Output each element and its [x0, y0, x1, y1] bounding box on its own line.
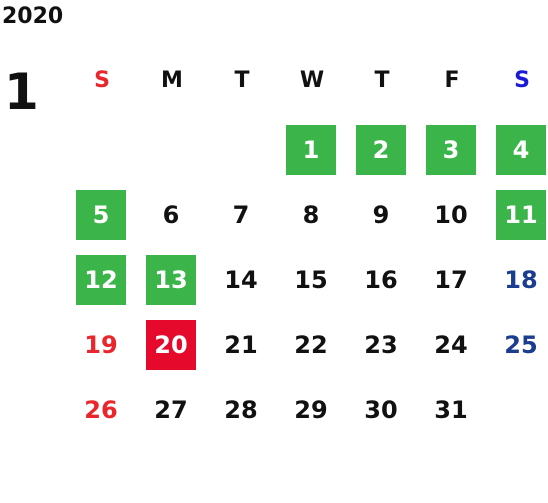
day-cell[interactable]: 27 [137, 385, 207, 450]
day-number: 19 [84, 331, 118, 359]
day-number: 2 [356, 125, 406, 175]
day-number: 15 [294, 266, 328, 294]
weekday-header: S [94, 68, 110, 93]
day-number: 17 [434, 266, 468, 294]
day-number: 6 [162, 201, 180, 229]
day-cell[interactable]: 23 [347, 320, 417, 385]
day-number: 14 [224, 266, 258, 294]
weekday-header: T [234, 68, 250, 93]
day-cell[interactable]: 26 [67, 385, 137, 450]
weekday-header: T [374, 68, 390, 93]
day-number: 25 [504, 331, 538, 359]
day-cell[interactable]: 12 [67, 255, 137, 320]
day-number: 30 [364, 396, 398, 424]
day-number: 3 [426, 125, 476, 175]
day-cell[interactable]: 11 [487, 190, 548, 255]
day-cell[interactable]: 16 [347, 255, 417, 320]
empty-day-cell [207, 125, 277, 190]
year-label: 2020 [2, 4, 64, 29]
day-cell[interactable]: 29 [277, 385, 347, 450]
day-cell[interactable]: 10 [417, 190, 487, 255]
day-cell[interactable]: 18 [487, 255, 548, 320]
weekday-header: W [299, 68, 325, 93]
day-number: 22 [294, 331, 328, 359]
day-cell[interactable]: 24 [417, 320, 487, 385]
month-number: 1 [4, 63, 39, 121]
day-cell[interactable]: 22 [277, 320, 347, 385]
day-cell[interactable]: 3 [417, 125, 487, 190]
day-number: 28 [224, 396, 258, 424]
day-cell[interactable]: 19 [67, 320, 137, 385]
day-number: 27 [154, 396, 188, 424]
day-cell[interactable]: 7 [207, 190, 277, 255]
day-cell[interactable]: 31 [417, 385, 487, 450]
day-cell[interactable]: 17 [417, 255, 487, 320]
weekday-header: F [444, 68, 460, 93]
day-number: 11 [496, 190, 546, 240]
day-number: 31 [434, 396, 468, 424]
empty-day-cell [137, 125, 207, 190]
day-number: 12 [76, 255, 126, 305]
weekday-header: S [514, 68, 530, 93]
day-number: 24 [434, 331, 468, 359]
day-cell[interactable]: 2 [347, 125, 417, 190]
day-cell[interactable]: 25 [487, 320, 548, 385]
day-number: 5 [76, 190, 126, 240]
day-cell[interactable]: 20 [137, 320, 207, 385]
day-number: 16 [364, 266, 398, 294]
day-number: 8 [302, 201, 320, 229]
day-cell[interactable]: 8 [277, 190, 347, 255]
day-cell[interactable]: 9 [347, 190, 417, 255]
day-cell[interactable]: 30 [347, 385, 417, 450]
empty-day-cell [67, 125, 137, 190]
day-cell[interactable]: 13 [137, 255, 207, 320]
day-number: 20 [146, 320, 196, 370]
day-number: 7 [232, 201, 250, 229]
day-cell[interactable]: 15 [277, 255, 347, 320]
weekday-header: M [161, 68, 183, 93]
day-cell[interactable]: 28 [207, 385, 277, 450]
day-number: 21 [224, 331, 258, 359]
day-number: 9 [372, 201, 390, 229]
day-cell[interactable]: 14 [207, 255, 277, 320]
day-number: 1 [286, 125, 336, 175]
day-number: 29 [294, 396, 328, 424]
day-number: 23 [364, 331, 398, 359]
day-cell[interactable]: 1 [277, 125, 347, 190]
day-number: 13 [146, 255, 196, 305]
day-number: 10 [434, 201, 468, 229]
day-cell[interactable]: 21 [207, 320, 277, 385]
day-number: 4 [496, 125, 546, 175]
day-cell[interactable]: 6 [137, 190, 207, 255]
day-cell[interactable]: 5 [67, 190, 137, 255]
day-number: 26 [84, 396, 118, 424]
day-cell[interactable]: 4 [487, 125, 548, 190]
day-number: 18 [504, 266, 538, 294]
